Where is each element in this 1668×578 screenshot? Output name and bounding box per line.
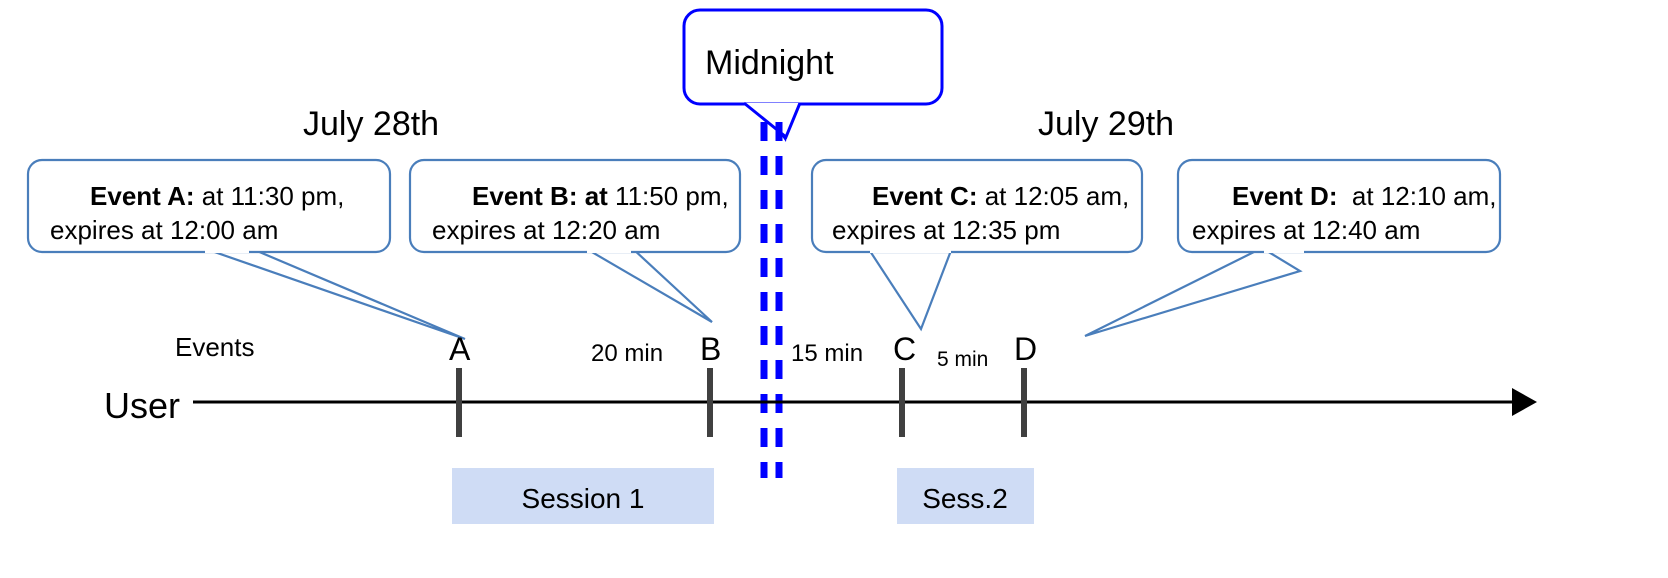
session-1-rect	[452, 468, 714, 524]
callout-event-c-bold: Event C:	[872, 181, 977, 211]
midnight-label: Midnight	[705, 44, 834, 82]
timeline-axis	[193, 388, 1537, 416]
row-label-user: User	[104, 385, 180, 426]
callout-event-b-tail	[580, 246, 713, 323]
callout-event-b-line2: expires at 12:20 am	[432, 215, 660, 245]
midnight-callout-tail-outline	[743, 101, 802, 140]
gap-label-ab: 20 min	[591, 340, 663, 367]
midnight-divider	[760, 122, 783, 478]
callout-event-a-tail-join	[205, 244, 249, 253]
callout-event-d-box	[1176, 158, 1502, 254]
callout-event-a-bold: Event A:	[90, 181, 195, 211]
session-2[interactable]: Sess.2	[897, 468, 1034, 524]
callout-event-a-line2: expires at 12:00 am	[50, 215, 278, 245]
gap-label-cd: 5 min	[937, 348, 988, 371]
date-label-left: July 28th	[303, 105, 439, 143]
marker-label-a: A	[449, 331, 471, 367]
midnight-callout-inner	[690, 16, 936, 100]
callout-event-a[interactable]: Event A: at 11:30 pm, expires at 12:00 a…	[26, 158, 466, 341]
session-1-label: Session 1	[522, 483, 645, 514]
callout-event-d-line2: expires at 12:40 am	[1192, 215, 1420, 245]
gap-label-bc: 15 min	[791, 340, 863, 367]
callout-event-c-line1: Event C: at 12:05 am,	[832, 181, 1160, 211]
callout-event-d-tail-join	[1264, 244, 1304, 253]
callout-event-b-box	[408, 158, 742, 254]
callout-event-b-bold: Event B: at	[472, 181, 608, 211]
callout-event-b[interactable]: Event B: at 11:50 pm, expires at 12:20 a…	[408, 158, 760, 323]
callout-event-d-rest: at 12:10 am,	[1337, 181, 1496, 211]
callout-event-b-tail-join	[587, 244, 631, 253]
marker-label-b: B	[700, 331, 721, 367]
callout-event-c-tail-join	[870, 244, 951, 253]
callout-event-d-tail	[1084, 246, 1303, 338]
marker-label-c: C	[893, 331, 916, 367]
marker-label-d: D	[1014, 331, 1037, 367]
midnight-callout[interactable]: Midnight	[682, 8, 944, 143]
session-2-label: Sess.2	[922, 483, 1008, 514]
callout-event-c-rest: at 12:05 am,	[977, 181, 1129, 211]
callout-event-c-tail	[865, 246, 954, 332]
session-1[interactable]: Session 1	[452, 468, 714, 524]
callout-event-a-rest: at 11:30 pm,	[195, 181, 345, 211]
callout-event-a-tail	[202, 246, 466, 341]
callout-event-d[interactable]: Event D: at 12:10 am, expires at 12:40 a…	[1084, 158, 1528, 338]
callout-event-d-line1: Event D: at 12:10 am,	[1192, 181, 1528, 211]
callout-event-c-box	[810, 158, 1144, 254]
callout-event-c[interactable]: Event C: at 12:05 am, expires at 12:35 p…	[810, 158, 1160, 332]
callout-event-b-rest: 11:50 pm,	[608, 181, 729, 211]
timeline-arrow-icon	[1512, 388, 1537, 416]
callout-event-c-line2: expires at 12:35 pm	[832, 215, 1060, 245]
callout-event-a-line1: Event A: at 11:30 pm,	[50, 181, 375, 211]
callout-event-b-line1: Event B: at 11:50 pm,	[432, 181, 760, 211]
date-label-right: July 29th	[1038, 105, 1174, 143]
session-2-rect	[897, 468, 1034, 524]
row-label-events: Events	[175, 332, 255, 362]
callout-event-d-bold: Event D:	[1232, 181, 1337, 211]
